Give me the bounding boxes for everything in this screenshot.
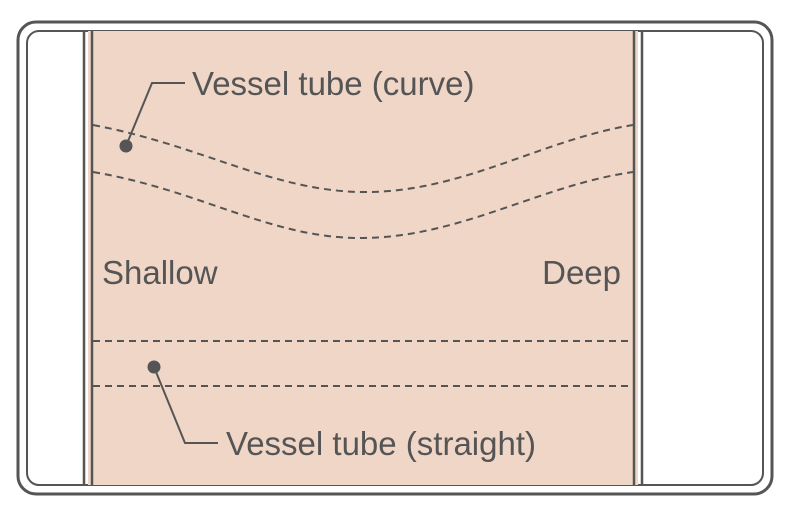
curve-leader-dot bbox=[119, 139, 133, 153]
vessel-straight-label: Vessel tube (straight) bbox=[226, 425, 536, 462]
phantom-body bbox=[88, 31, 638, 485]
shallow-label: Shallow bbox=[102, 254, 218, 291]
straight-leader-dot bbox=[147, 360, 161, 374]
curved-vessel-lower-wall bbox=[92, 171, 634, 240]
curve-leader-line bbox=[125, 82, 185, 147]
vessel-curve-label: Vessel tube (curve) bbox=[192, 65, 474, 102]
straight-leader-line bbox=[153, 366, 218, 444]
deep-label: Deep bbox=[542, 254, 621, 291]
curved-vessel-upper-wall bbox=[92, 124, 634, 194]
